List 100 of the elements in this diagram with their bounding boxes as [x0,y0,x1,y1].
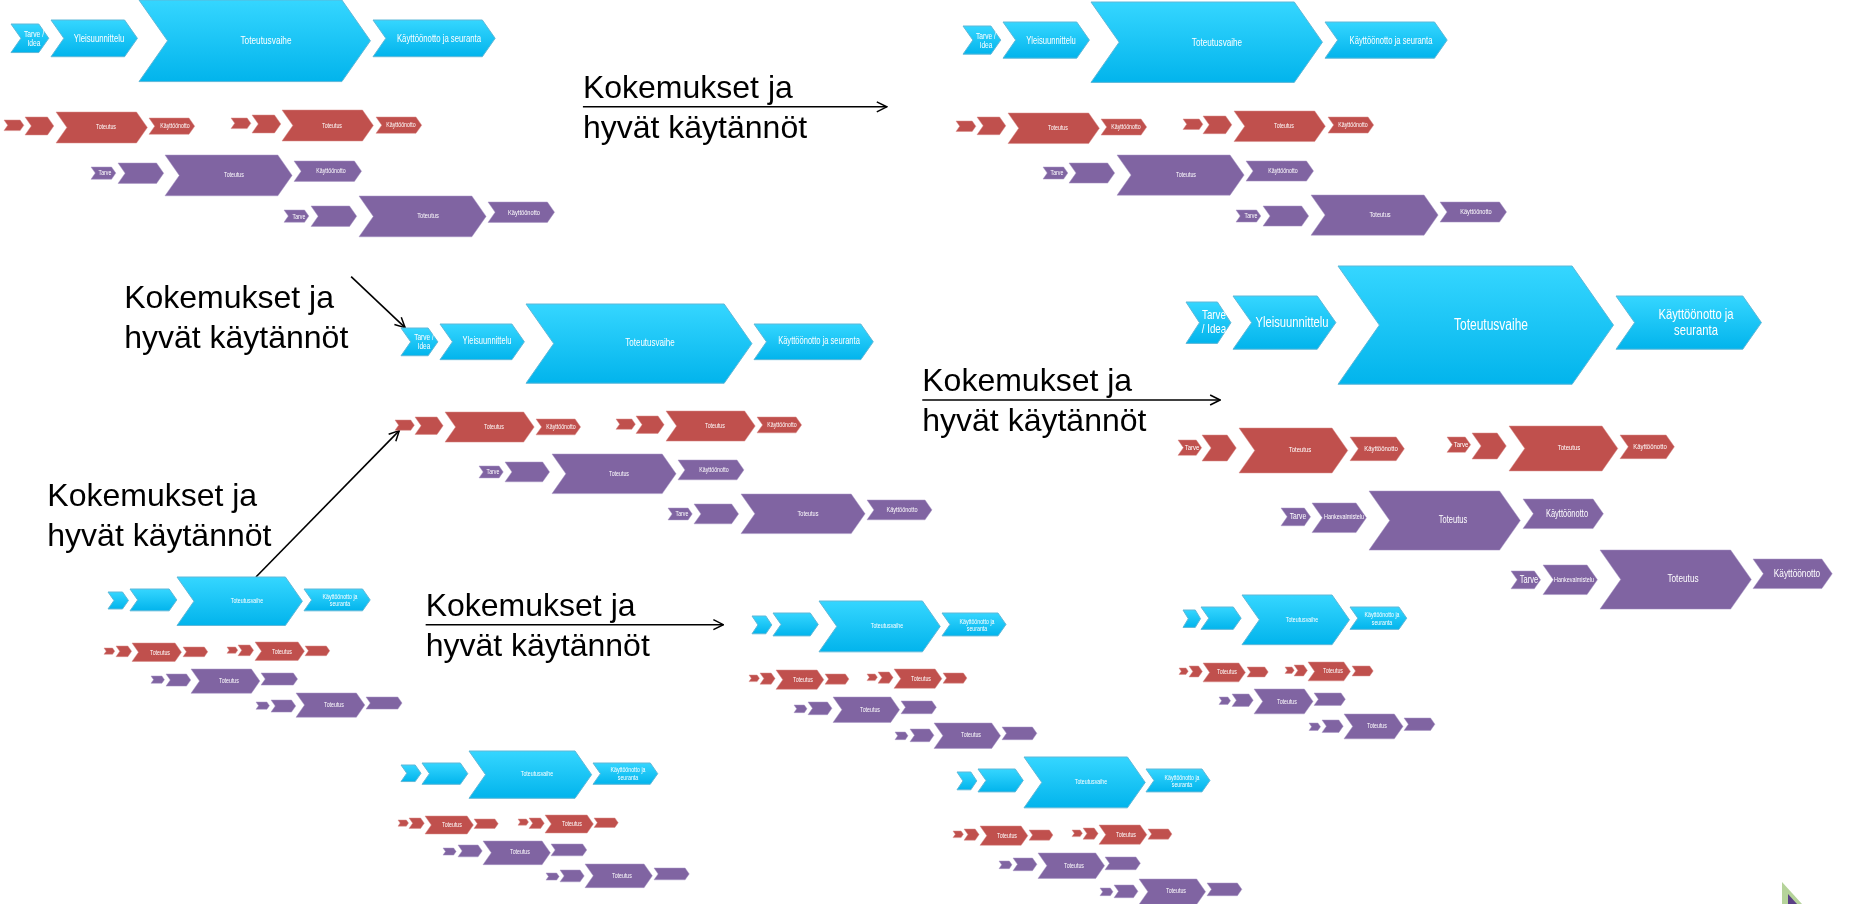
step-label: Käyttöönotto [1632,442,1669,452]
process-step [394,420,414,431]
process-step [1182,118,1203,130]
process-step [867,674,878,681]
process-step [1246,666,1268,677]
process-step [1185,301,1231,343]
step-label: Käyttöönotto ja seuranta [776,336,861,347]
arrow [255,429,401,578]
step-label: Toteutusvaihe [1453,316,1530,334]
annotation-text: Kokemukset ja hyvät käytännöt [582,66,810,147]
process-step [1091,2,1323,83]
process-step [819,600,941,652]
process-step [469,750,592,799]
process-step [474,819,499,829]
process-step [668,508,693,521]
process-step [488,202,555,223]
process-step [4,119,25,131]
step-label: Tarve [1184,443,1200,452]
process-step [1105,856,1141,870]
step-label: Käyttöönotto [1773,568,1822,580]
step-label: Toteutusvaihe [1191,36,1244,49]
arrow [582,101,888,113]
process-step [305,646,331,656]
process-step [149,118,195,135]
process-step [397,820,409,827]
process-step [526,303,753,384]
process-step [1350,607,1408,630]
process-step [943,673,968,684]
process-step [366,697,403,710]
step-label: Yleisuunnittelu [1025,35,1077,46]
step-label: Käyttöönotto ja seuranta [395,33,482,45]
process-step [1146,769,1211,793]
step-label: Käyttöönotto ja seuranta [1348,35,1434,46]
process-step [977,117,1006,135]
process-step [1002,726,1037,740]
step-label: Toteutusvaihe [623,337,676,350]
process-step [1351,665,1374,676]
process-step [261,672,298,685]
process-step [1616,295,1762,349]
process-step [900,700,936,714]
process-step [956,120,976,131]
process-step [545,872,560,880]
process-step [1101,118,1147,135]
process-step [1071,830,1083,838]
process-step [294,160,362,182]
process-step [1522,498,1604,529]
process-step [372,20,495,58]
step-label: Tarve / Idea [974,31,997,50]
process-step [592,762,658,784]
arrow [921,394,1221,406]
process-step [151,676,165,684]
process-step [478,466,504,479]
process-step [1242,594,1350,645]
process-step [941,613,1006,637]
process-step [677,459,744,480]
process-step [401,327,439,356]
process-step [1511,571,1541,589]
process-step [303,589,370,611]
annotation-text: Kokemukset ja hyvät käytännöt [922,360,1150,441]
step-label: Tarve / Idea [1200,308,1227,336]
process-step [1447,437,1471,453]
process-step [1024,756,1146,808]
process-step [226,647,238,654]
process-step [139,0,371,82]
process-step [182,647,208,657]
process-step [1246,160,1314,181]
arrow [350,275,406,329]
process-step [375,116,422,133]
process-step [1338,266,1614,385]
process-step [1179,667,1189,675]
process-step [998,860,1012,869]
process-step [748,675,760,682]
process-step [1324,22,1447,59]
process-step [615,418,636,430]
step-label: Tarve [1453,440,1470,450]
process-step [1206,882,1242,896]
process-step [284,210,310,223]
process-step [1350,437,1405,462]
process-step [1042,167,1068,180]
annotation-text: Kokemukset ja hyvät käytännöt [124,276,352,357]
process-step [1403,717,1435,731]
process-step [754,323,874,360]
step-label: Toteutus [1556,443,1582,453]
step-label: Käyttöönotto [1545,508,1590,519]
process-step [956,772,977,790]
process-step [1753,559,1833,589]
process-step [824,674,849,685]
annotation-text: Kokemukset ja hyvät käytännöt [425,584,653,665]
process-step [794,704,807,713]
process-step [1100,887,1113,896]
step-label: Toteutusvaihe [239,35,293,47]
step-label: Tarve [1288,512,1308,522]
process-step [1236,209,1262,222]
process-step [1619,435,1675,459]
process-step [401,765,422,782]
process-step [866,500,932,521]
step-label: Toteutus [1666,573,1700,586]
step-label: Yleisuunnittelu [461,336,513,347]
step-label: Käyttöönotto [1363,445,1399,454]
process-step [1182,609,1201,627]
